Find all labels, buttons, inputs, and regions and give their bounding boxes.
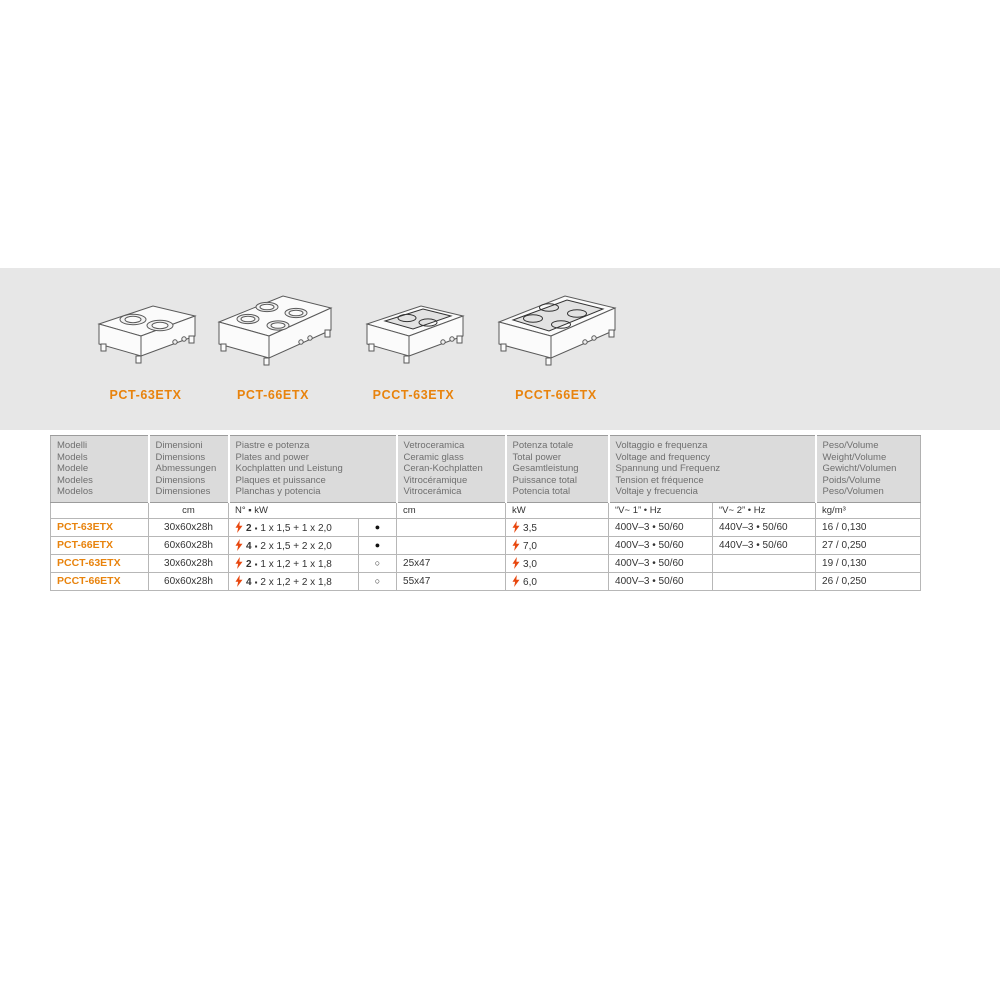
product-pcct-66etx: PCCT-66ETX (486, 282, 626, 402)
plate-type-marker: ● (357, 535, 398, 555)
dimensions-value: 60x60x28h (148, 571, 229, 591)
plate-type-marker: ● (357, 517, 398, 537)
ceramic-type-marker: ○ (357, 571, 398, 591)
plates-count: 4 (246, 540, 252, 552)
power-bolt-icon (235, 574, 243, 587)
unit-voltage-2: “V~ 2” • Hz (712, 501, 817, 519)
plates-detail: 2 x 1,2 + 2 x 1,8 (260, 576, 332, 588)
plates-value: 2▪1 x 1,5 + 1 x 2,0 (228, 517, 359, 537)
plates-detail: 1 x 1,5 + 1 x 2,0 (260, 522, 332, 534)
power-kw: 7,0 (523, 540, 537, 552)
power-kw: 3,0 (523, 558, 537, 570)
total-power-value: 3,0 (505, 553, 610, 573)
plates-value: 2▪1 x 1,2 + 1 x 1,8 (228, 553, 359, 573)
cooktop-2-plates-illustration (96, 305, 197, 364)
table-row: PCT-63ETX 30x60x28h 2▪1 x 1,5 + 1 x 2,0 … (50, 517, 922, 537)
weight-volume-value: 19 / 0,130 (815, 553, 922, 573)
unit-models-empty (50, 501, 149, 519)
ceramic-value (396, 517, 507, 537)
power-bolt-icon (512, 520, 520, 533)
table-row: PCCT-66ETX 60x60x28h 4▪2 x 1,2 + 2 x 1,8… (50, 571, 922, 591)
total-power-value: 3,5 (505, 517, 610, 537)
voltage-1-value: 400V–3 • 50/60 (608, 553, 714, 573)
ceramic-cooktop-2-zones-illustration (364, 305, 465, 364)
weight-volume-value: 26 / 0,250 (815, 571, 922, 591)
plates-value: 4▪2 x 1,2 + 2 x 1,8 (228, 571, 359, 591)
plates-count: 2 (246, 558, 252, 570)
weight-volume-value: 16 / 0,130 (815, 517, 922, 537)
voltage-2-value (712, 571, 817, 591)
unit-plates: N° ▪ kW (227, 501, 398, 519)
unit-weight: kg/m³ (815, 501, 922, 519)
power-bolt-icon (512, 538, 520, 551)
model-name: PCT-66ETX (50, 535, 149, 555)
unit-voltage-1: “V~ 1” • Hz (608, 501, 714, 519)
weight-volume-value: 27 / 0,250 (815, 535, 922, 555)
plates-detail: 2 x 1,5 + 2 x 2,0 (260, 540, 332, 552)
product-label: PCCT-63ETX (372, 388, 455, 402)
dimensions-value: 30x60x28h (148, 517, 229, 537)
ceramic-value: 25x47 (396, 553, 507, 573)
model-name: PCT-63ETX (50, 517, 149, 537)
voltage-2-value: 440V–3 • 50/60 (712, 517, 817, 537)
table-row: PCT-66ETX 60x60x28h 4▪2 x 1,5 + 2 x 2,0 … (50, 535, 922, 555)
power-bolt-icon (512, 556, 520, 569)
model-name: PCCT-63ETX (50, 553, 149, 573)
plates-value: 4▪2 x 1,5 + 2 x 2,0 (228, 535, 359, 555)
product-pct-66etx: PCT-66ETX (208, 282, 338, 402)
product-pct-63etx: PCT-63ETX (88, 290, 203, 402)
product-pcct-63etx: PCCT-63ETX (356, 290, 471, 402)
product-label: PCCT-66ETX (515, 388, 597, 402)
product-label: PCT-63ETX (109, 388, 182, 402)
separator: ▪ (254, 577, 258, 587)
voltage-1-value: 400V–3 • 50/60 (608, 571, 714, 591)
dimensions-value: 60x60x28h (148, 535, 229, 555)
power-bolt-icon (235, 538, 243, 551)
power-bolt-icon (235, 520, 243, 533)
ceramic-value (396, 535, 507, 555)
plates-count: 2 (246, 522, 252, 534)
plates-detail: 1 x 1,2 + 1 x 1,8 (260, 558, 332, 570)
voltage-1-value: 400V–3 • 50/60 (608, 535, 714, 555)
product-label: PCT-66ETX (236, 388, 310, 402)
dimensions-value: 30x60x28h (148, 553, 229, 573)
unit-total-power: kW (505, 501, 610, 519)
total-power-value: 7,0 (505, 535, 610, 555)
power-kw: 3,5 (523, 522, 537, 534)
separator: ▪ (254, 523, 258, 533)
cooktop-4-plates-illustration (216, 295, 333, 366)
plates-count: 4 (246, 576, 252, 588)
unit-dimensions: cm (148, 501, 229, 519)
ceramic-value: 55x47 (396, 571, 507, 591)
ceramic-cooktop-4-zones-illustration (497, 295, 617, 366)
ceramic-type-marker: ○ (357, 553, 398, 573)
power-bolt-icon (512, 574, 520, 587)
table-row: PCCT-63ETX 30x60x28h 2▪1 x 1,2 + 1 x 1,8… (50, 553, 922, 573)
voltage-2-value (712, 553, 817, 573)
separator: ▪ (254, 559, 258, 569)
product-showcase-band: PCT-63ETX PCT-66ETX (0, 268, 1000, 430)
separator: ▪ (254, 541, 258, 551)
units-row: cm N° ▪ kW cm kW “V~ 1” • Hz “V~ 2” • Hz… (50, 501, 922, 519)
voltage-1-value: 400V–3 • 50/60 (608, 517, 714, 537)
voltage-2-value: 440V–3 • 50/60 (712, 535, 817, 555)
power-kw: 6,0 (523, 576, 537, 588)
unit-ceramic: cm (396, 501, 507, 519)
total-power-value: 6,0 (505, 571, 610, 591)
power-bolt-icon (235, 556, 243, 569)
model-name: PCCT-66ETX (50, 571, 149, 591)
